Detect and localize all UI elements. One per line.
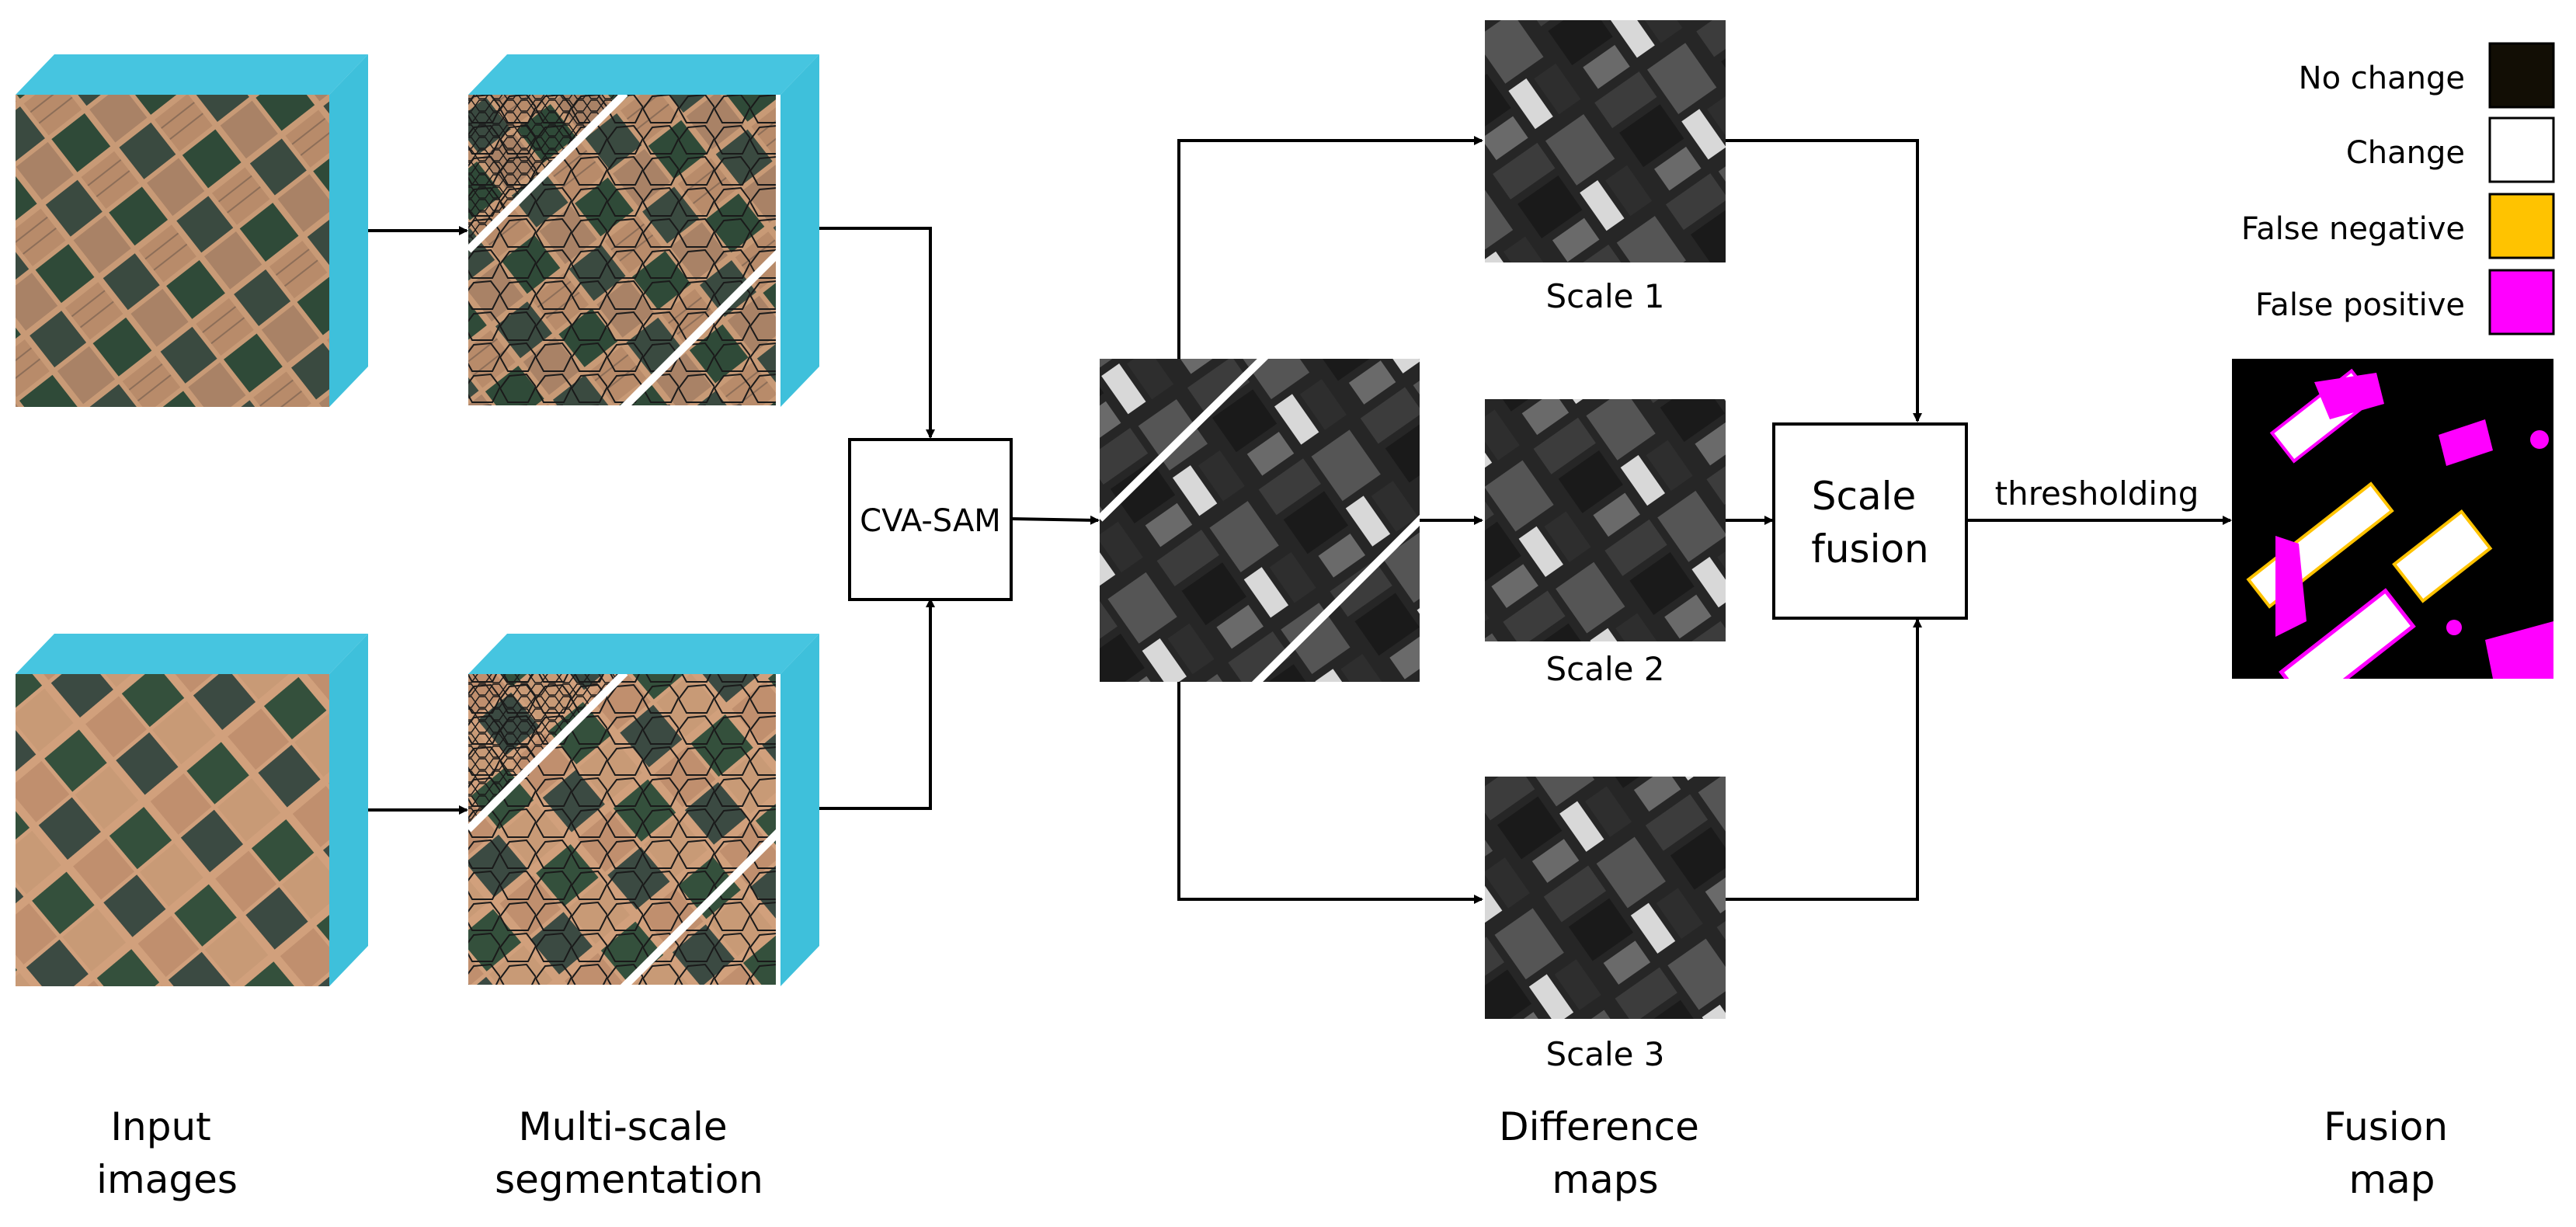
scale-map-3 bbox=[1485, 777, 1726, 1019]
caption-input-images: Input images bbox=[96, 1104, 238, 1202]
scale-divider bbox=[1100, 359, 1269, 522]
legend-label: False positive bbox=[2255, 287, 2465, 323]
arrow-scale1-to-fusion bbox=[1726, 139, 1922, 422]
caption-fusion-map: Fusion map bbox=[2324, 1104, 2460, 1202]
segmentation-image-top bbox=[468, 54, 819, 407]
scale-divider bbox=[620, 249, 776, 405]
legend-label: False negative bbox=[2241, 211, 2465, 247]
cube-side-face bbox=[329, 634, 368, 986]
satellite-image-t2 bbox=[16, 674, 329, 986]
scale-label-2: Scale 2 bbox=[1545, 650, 1664, 688]
legend-swatch bbox=[2488, 42, 2555, 109]
legend-item-no-change: No change bbox=[2299, 42, 2555, 109]
scale-label-1: Scale 1 bbox=[1545, 277, 1664, 315]
satellite-image-t1 bbox=[16, 95, 329, 407]
false-positive-region bbox=[2275, 536, 2307, 637]
scale-label-3: Scale 3 bbox=[1545, 1035, 1664, 1073]
legend-item-change: Change bbox=[2346, 116, 2555, 183]
arrow-diff-to-scale1 bbox=[1177, 136, 1483, 359]
change-region bbox=[2392, 509, 2493, 603]
cube-top-face bbox=[468, 54, 819, 95]
cube-top-face bbox=[468, 634, 819, 674]
legend-swatch bbox=[2488, 269, 2555, 335]
false-positive-region bbox=[2530, 430, 2549, 449]
false-positive-region bbox=[2314, 373, 2384, 419]
legend-swatch bbox=[2488, 193, 2555, 259]
scale-divider bbox=[468, 674, 628, 832]
scale-divider bbox=[468, 95, 628, 253]
arrow-scale3-to-fusion bbox=[1726, 618, 1922, 901]
false-positive-region bbox=[2439, 419, 2493, 466]
legend-label: Change bbox=[2346, 135, 2465, 171]
legend-item-false-negative: False negative bbox=[2241, 193, 2555, 259]
scale-fusion-node: Scale fusion bbox=[1772, 422, 1968, 620]
arrow-seg-top-to-cva bbox=[819, 227, 935, 439]
scale-map-2 bbox=[1485, 399, 1726, 641]
input-image-bottom bbox=[16, 634, 368, 986]
cube-side-face bbox=[329, 54, 368, 407]
thresholding-label: thresholding bbox=[1995, 474, 2199, 513]
cva-sam-label: CVA-SAM bbox=[860, 503, 1001, 539]
combined-difference-map bbox=[1100, 359, 1420, 682]
arrow-seg-bottom-to-cva bbox=[819, 598, 935, 810]
legend: No change Change False negative False po… bbox=[2241, 42, 2555, 335]
cva-sam-node: CVA-SAM bbox=[848, 438, 1013, 601]
false-positive-region bbox=[2446, 620, 2462, 635]
cube-side-face bbox=[780, 634, 819, 986]
segmentation-image-bottom bbox=[468, 634, 819, 986]
input-image-top bbox=[16, 54, 368, 407]
scale-map-1 bbox=[1485, 20, 1726, 262]
legend-item-false-positive: False positive bbox=[2255, 269, 2555, 335]
cube-side-face bbox=[780, 54, 819, 407]
arrow-cva-to-diff bbox=[1010, 515, 1100, 525]
scale-fusion-label: Scale fusion bbox=[1811, 474, 1929, 572]
cube-top-face bbox=[16, 54, 368, 95]
arrow-diff-to-scale3 bbox=[1177, 682, 1483, 904]
caption-multiscale-segmentation: Multi-scale segmentation bbox=[495, 1104, 763, 1202]
caption-difference-maps: Difference maps bbox=[1499, 1104, 1712, 1202]
fusion-map bbox=[2232, 359, 2553, 679]
change-region bbox=[2279, 588, 2416, 679]
cube-top-face bbox=[16, 634, 368, 674]
scale-divider bbox=[1251, 514, 1420, 682]
scale-divider bbox=[620, 829, 776, 985]
legend-swatch bbox=[2488, 116, 2555, 183]
legend-label: No change bbox=[2299, 61, 2465, 96]
false-positive-region bbox=[2485, 621, 2553, 679]
